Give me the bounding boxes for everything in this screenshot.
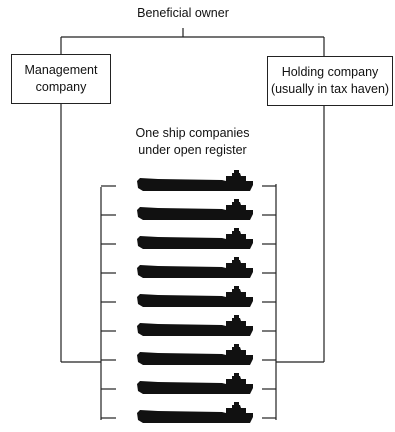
- ship-funnel: [234, 373, 239, 378]
- management-company-line2: company: [35, 80, 87, 94]
- ship-hull: [137, 347, 253, 365]
- ship-funnel: [234, 257, 239, 262]
- ship-funnel: [234, 402, 239, 407]
- ship-hull: [137, 173, 253, 191]
- ship-icons: [137, 170, 253, 423]
- ship-icon: [137, 402, 253, 423]
- management-company-line1: Management: [24, 63, 98, 77]
- ship-icon: [137, 228, 253, 249]
- ship-icon: [137, 373, 253, 394]
- beneficial-owner-label: Beneficial owner: [137, 6, 229, 20]
- ship-funnel: [234, 344, 239, 349]
- ship-hull: [137, 376, 253, 394]
- ship-funnel: [234, 315, 239, 320]
- ship-icon: [137, 170, 253, 191]
- ship-hull: [137, 289, 253, 307]
- ship-funnel: [234, 199, 239, 204]
- ship-hull: [137, 318, 253, 336]
- holding-company-box: Holding company (usually in tax haven): [267, 56, 393, 106]
- ship-hull: [137, 231, 253, 249]
- ship-hull: [137, 405, 253, 423]
- holding-company-line2: (usually in tax haven): [270, 82, 390, 96]
- one-ship-companies-label: One ship companies under open register: [120, 125, 265, 159]
- one-ship-companies-line1: One ship companies: [135, 126, 250, 140]
- ship-icon: [137, 286, 253, 307]
- holding-company-line1: Holding company: [281, 65, 379, 79]
- ship-icon: [137, 199, 253, 220]
- ship-funnel: [234, 228, 239, 233]
- ship-icon: [137, 257, 253, 278]
- ship-hull: [137, 202, 253, 220]
- management-company-box: Management company: [11, 54, 111, 104]
- ship-icon: [137, 344, 253, 365]
- ship-funnel: [234, 170, 239, 175]
- ship-hull: [137, 260, 253, 278]
- connector-lines: [60, 28, 325, 420]
- bracket-ticks: [101, 185, 276, 419]
- ship-funnel: [234, 286, 239, 291]
- ship-icon: [137, 315, 253, 336]
- one-ship-companies-line2: under open register: [138, 143, 247, 157]
